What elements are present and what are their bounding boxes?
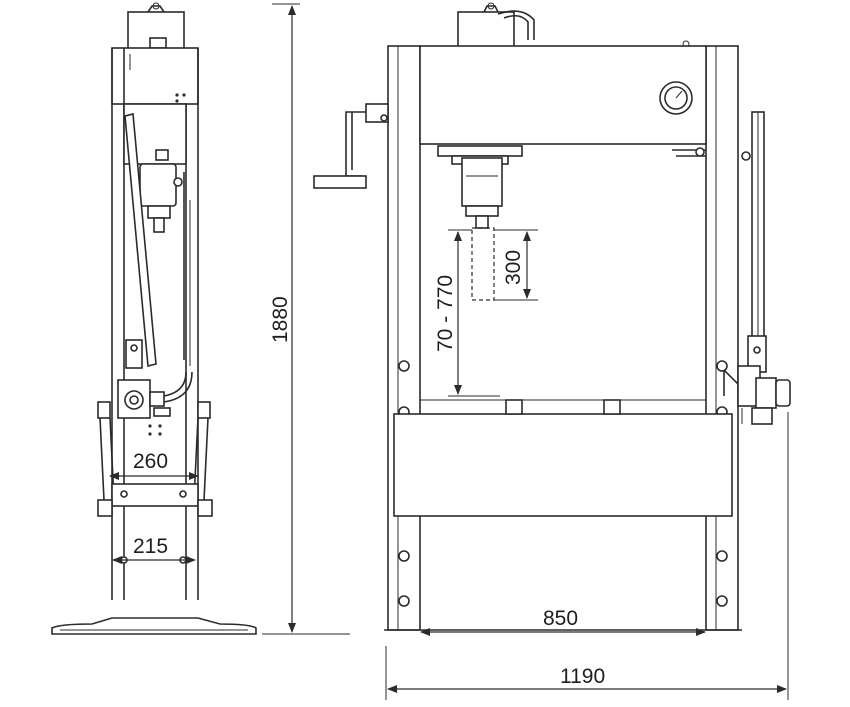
dim-215-label: 215 <box>133 535 168 558</box>
side-foot <box>51 617 257 635</box>
side-pump-body <box>139 163 177 207</box>
front-work-table <box>393 413 733 517</box>
dim-850-label: 850 <box>543 607 578 630</box>
dim-260-label: 260 <box>133 450 168 473</box>
front-left-column <box>387 45 421 631</box>
front-crossbeam <box>419 45 707 145</box>
dimension-stroke: 300 <box>494 229 538 301</box>
dimension-working-range: 70 - 770 <box>434 229 500 397</box>
dimension-depth-lower: 215 <box>112 535 196 564</box>
dimension-depth-upper: 260 <box>109 450 199 480</box>
dim-range-label: 70 - 770 <box>434 275 457 352</box>
winch-handle <box>313 175 367 189</box>
dimension-total-width: 1190 <box>385 412 789 700</box>
front-ram <box>461 157 503 207</box>
dimension-inner-width: 850 <box>420 607 706 636</box>
front-view <box>313 2 791 631</box>
side-pump-lever <box>124 112 157 368</box>
dim-1880-label: 1880 <box>269 296 292 343</box>
dim-1190-label: 1190 <box>560 665 605 688</box>
front-right-column <box>705 45 739 631</box>
dimension-total-height: 1880 <box>262 3 350 635</box>
dim-300-label: 300 <box>502 250 525 285</box>
side-view <box>51 2 257 635</box>
